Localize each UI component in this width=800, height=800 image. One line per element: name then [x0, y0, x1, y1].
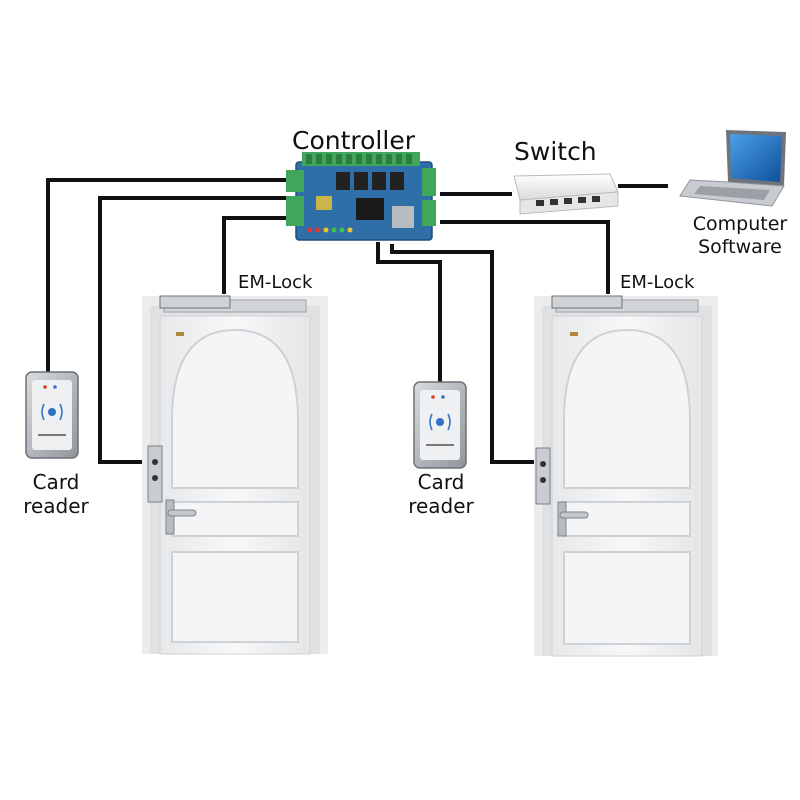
wire-card-reader-left: [46, 178, 288, 372]
card-reader-left-label: Card reader: [12, 470, 100, 518]
switch-label: Switch: [514, 137, 597, 166]
card-reader-left-label-line1: Card: [32, 470, 80, 494]
controller-board: [286, 152, 436, 241]
em-lock-left: [159, 295, 231, 309]
wire-em-lock-left: [222, 216, 288, 294]
computer-label-line1: Computer: [692, 213, 788, 235]
em-lock-right-label: EM-Lock: [620, 272, 695, 293]
exit-button-left: [147, 445, 163, 503]
wires: [46, 178, 668, 464]
computer-label-line2: Software: [698, 235, 782, 258]
door-left: [142, 296, 328, 655]
wire-exit-button-left: [98, 196, 288, 464]
card-reader-right-label-line1: Card: [417, 470, 465, 494]
laptop-icon: [679, 130, 786, 207]
card-reader-left: [25, 371, 79, 459]
em-lock-left-label: EM-Lock: [238, 272, 313, 293]
door-right: [534, 296, 718, 657]
card-reader-right: [413, 381, 467, 469]
card-reader-right-label-line2: reader: [408, 494, 474, 518]
wire-card-reader-right: [376, 242, 442, 382]
wire-em-lock-right: [440, 220, 610, 294]
em-lock-right: [551, 295, 623, 309]
card-reader-right-label: Card reader: [397, 470, 485, 518]
wire-exit-button-right: [390, 244, 536, 464]
card-reader-left-label-line2: reader: [23, 494, 89, 518]
exit-button-right: [535, 447, 551, 505]
controller-label: Controller: [292, 126, 415, 155]
network-switch: [513, 173, 619, 215]
computer-software-label: Computer Software: [678, 213, 800, 259]
